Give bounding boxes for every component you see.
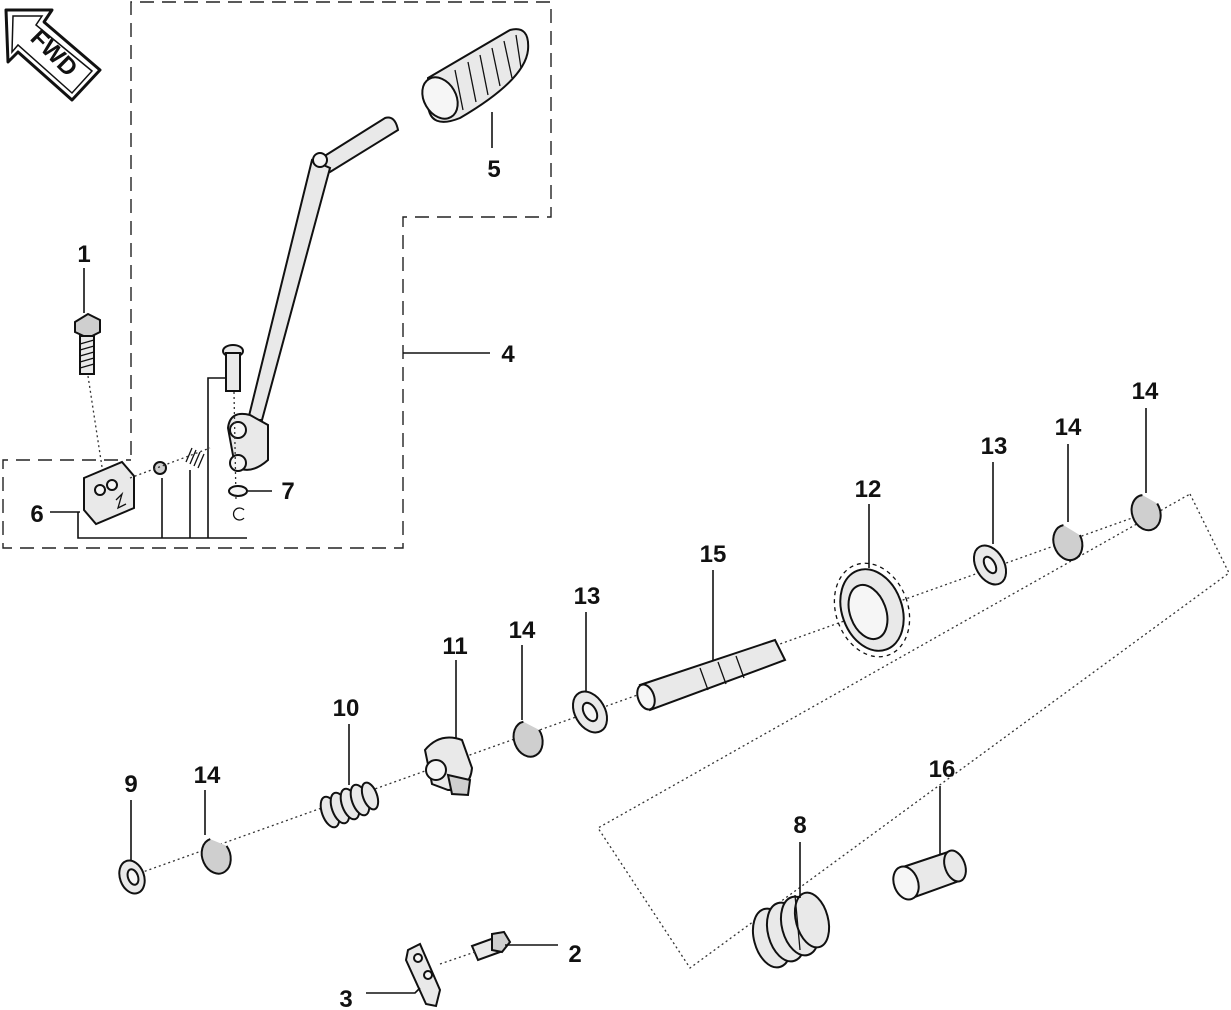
part-11-ratchet	[423, 736, 474, 797]
detent-axis	[129, 447, 211, 479]
callout-7: 7	[281, 478, 294, 505]
callout-5: 5	[487, 156, 500, 183]
callout-12: 12	[855, 476, 882, 503]
e-clip	[232, 507, 245, 521]
part-13-washer-b	[972, 544, 1008, 586]
leader-6-pin	[207, 377, 225, 538]
part-4-kick-lever	[226, 116, 400, 472]
part-7-washer	[228, 485, 248, 497]
part-2-small-bolt	[470, 930, 512, 962]
callout-8: 8	[793, 812, 806, 839]
part-15-shaft	[636, 638, 787, 712]
detent-spring	[185, 447, 205, 469]
part-16-bushing	[892, 849, 967, 901]
callout-9: 9	[124, 771, 137, 798]
bolt2-axis	[439, 951, 476, 965]
callout-14d: 14	[1132, 378, 1159, 405]
part-5-rubber-grip	[421, 28, 530, 123]
part-8-torsion-spring	[751, 891, 831, 969]
part-13-washer-a	[571, 690, 609, 734]
part-14-circlip-c	[1052, 524, 1084, 562]
part-9-washer	[118, 859, 146, 895]
callout-13a: 13	[574, 583, 601, 610]
callout-2: 2	[568, 941, 581, 968]
part-12-gear	[833, 562, 911, 658]
part-14-circlip-b	[512, 720, 544, 758]
bolt-axis	[87, 375, 105, 481]
leader-3	[366, 987, 421, 994]
callout-14b: 14	[509, 617, 536, 644]
callout-3: 3	[339, 986, 352, 1010]
part-14-circlip-a	[200, 838, 232, 875]
detent-ball	[153, 461, 167, 475]
part-14-circlip-d	[1130, 494, 1162, 532]
callout-11: 11	[442, 633, 467, 660]
upper-group-outline	[2, 1, 552, 549]
callout-15: 15	[700, 541, 727, 568]
part-10-spring	[319, 781, 380, 829]
callout-1: 1	[77, 241, 90, 268]
part-1-bolt	[74, 312, 101, 375]
callout-13b: 13	[981, 433, 1008, 460]
part-3-arm-plate	[404, 942, 442, 1008]
callout-4: 4	[501, 341, 515, 368]
pin-axis	[233, 391, 237, 501]
pivot-pin	[222, 344, 244, 392]
fwd-arrow-icon: FWD	[4, 8, 102, 102]
callout-14c: 14	[1055, 414, 1082, 441]
callout-6: 6	[30, 501, 43, 528]
part-6-clamp-block	[83, 460, 135, 526]
callout-14a: 14	[194, 762, 221, 789]
shaft-assembly-outline	[597, 493, 1230, 969]
callout-16: 16	[929, 756, 956, 783]
callout-10: 10	[333, 695, 360, 722]
